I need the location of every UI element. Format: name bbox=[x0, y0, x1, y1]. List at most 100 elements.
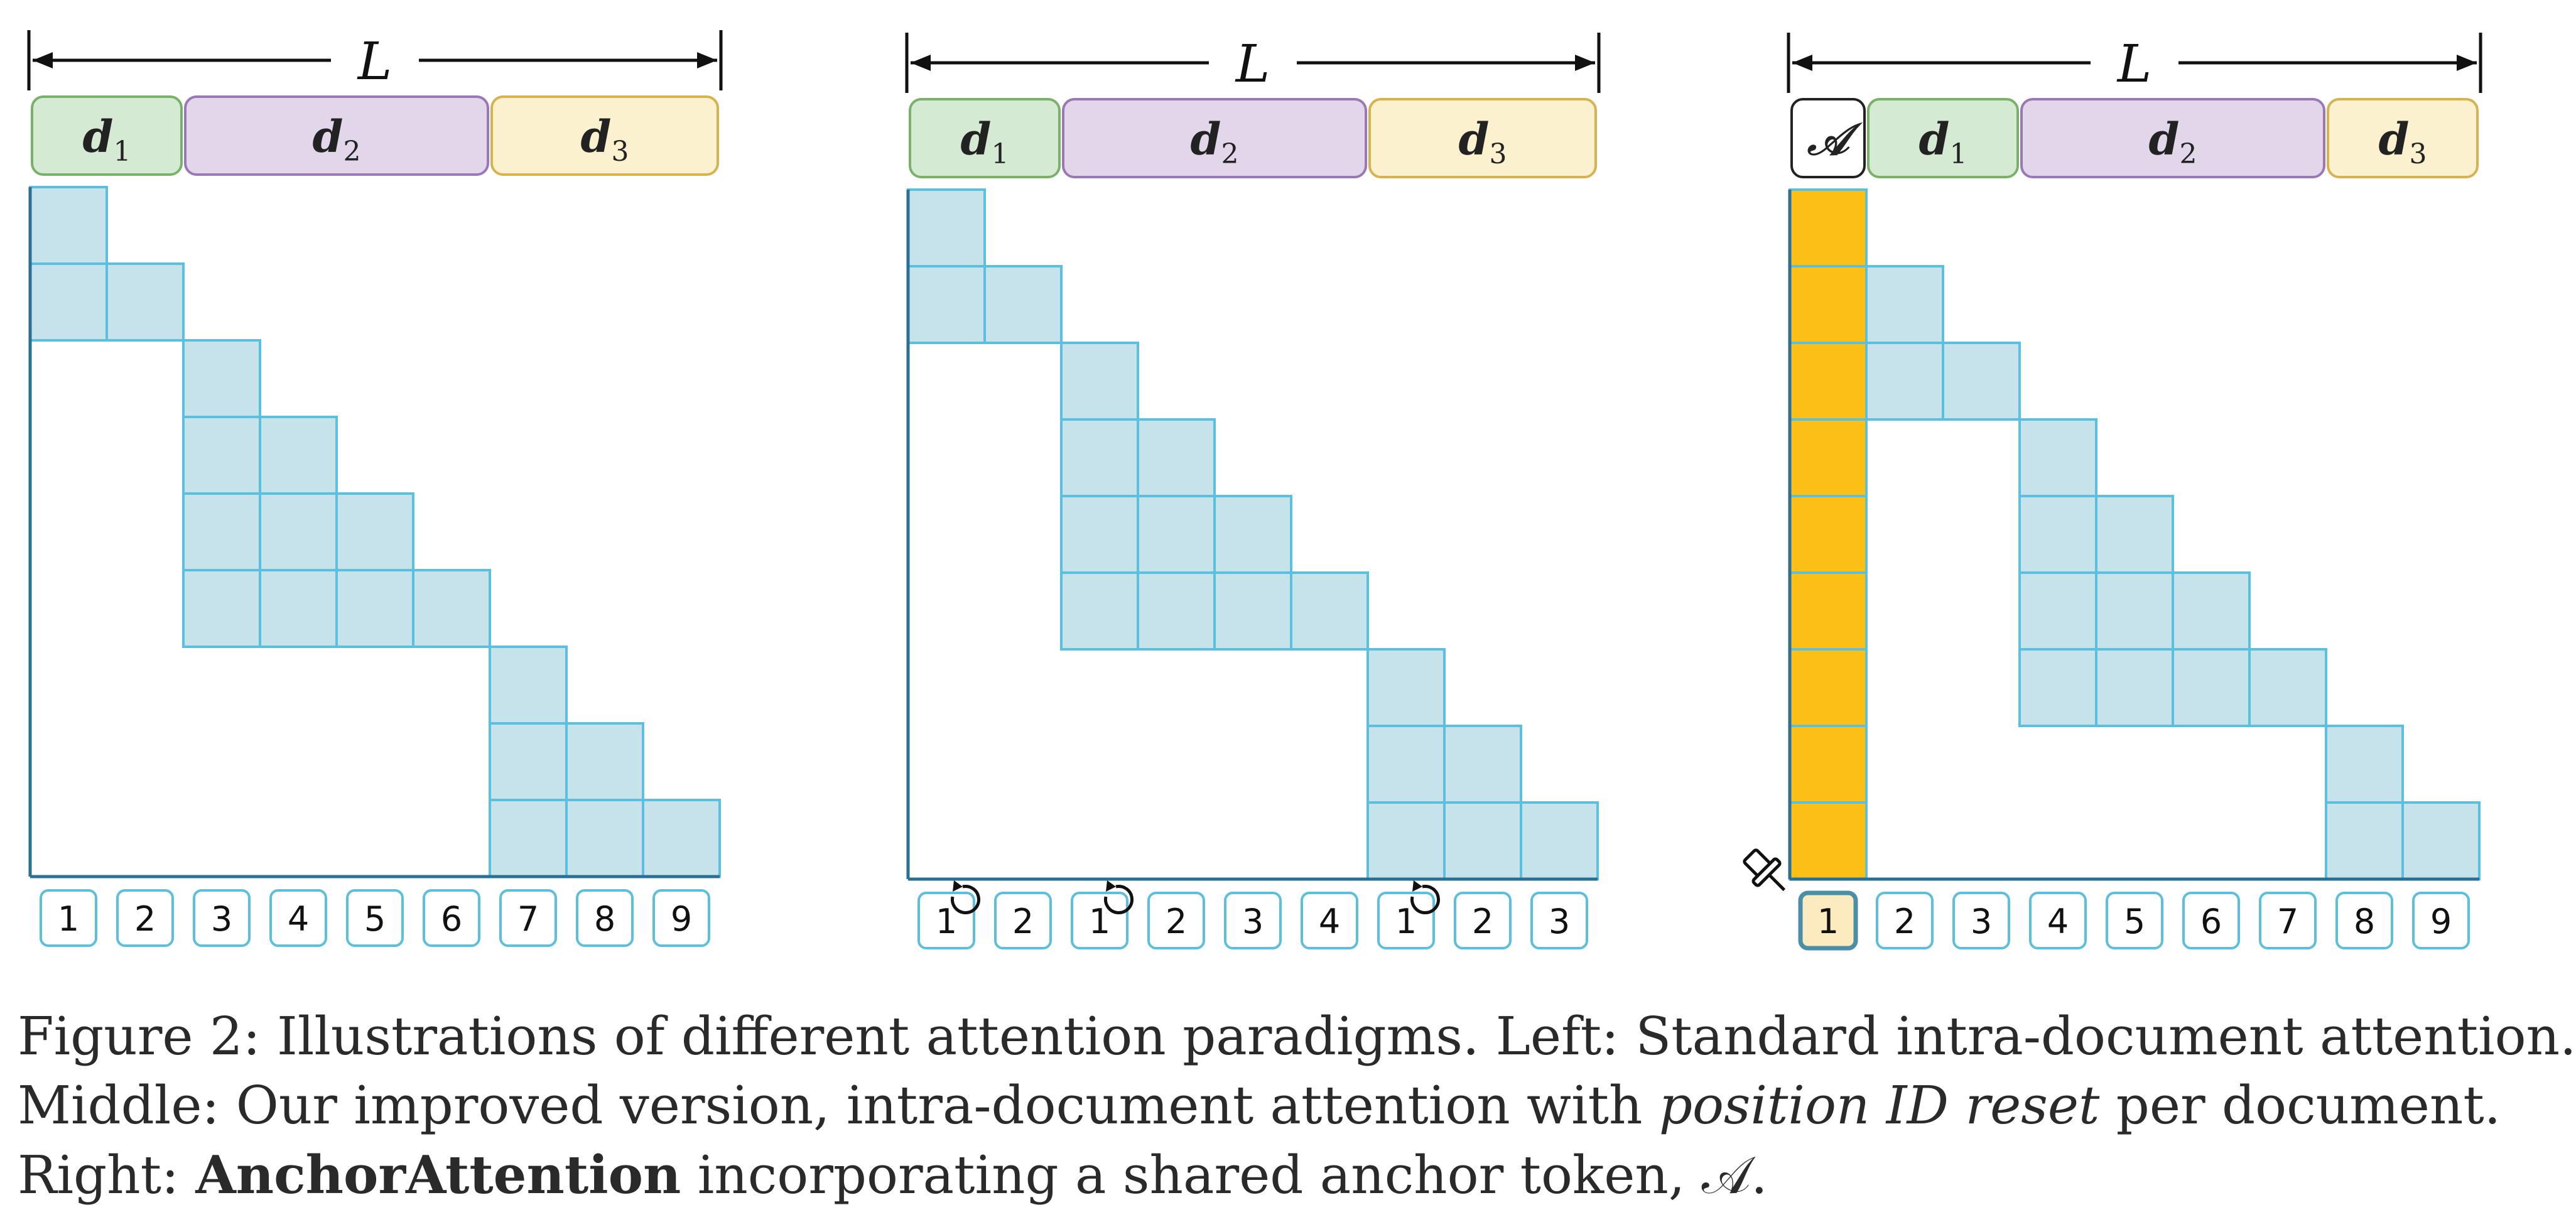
position-id-label: 4 bbox=[288, 899, 309, 939]
position-id-box bbox=[2412, 892, 2470, 949]
position-id-label: 1 bbox=[1395, 902, 1417, 941]
attention-cell bbox=[1137, 418, 1216, 497]
position-id-box bbox=[116, 889, 174, 947]
anchor-attention-cell bbox=[1789, 342, 1868, 421]
reset-arrow-icon bbox=[951, 880, 981, 915]
position-id-label: 9 bbox=[671, 899, 692, 939]
position-id-label: 4 bbox=[1319, 902, 1340, 941]
segment-box-doc-3 bbox=[2327, 98, 2479, 178]
attention-cell bbox=[1865, 265, 1944, 344]
position-id-label: 5 bbox=[364, 899, 386, 939]
anchor-attention-cell bbox=[1789, 265, 1868, 344]
position-id-label: 7 bbox=[517, 899, 539, 939]
caption-line-2-text: Middle: Our improved version, intra-docu… bbox=[18, 1075, 1659, 1136]
attention-cell bbox=[259, 416, 338, 495]
position-id-label: 3 bbox=[211, 899, 232, 939]
attention-cell bbox=[2325, 801, 2404, 880]
position-id-label: 1 bbox=[58, 899, 79, 939]
attention-cell bbox=[1366, 725, 1446, 804]
position-id-box bbox=[994, 892, 1052, 949]
segment-subscript: 1 bbox=[1949, 138, 1967, 170]
caption-method-name: AnchorAttention bbox=[195, 1144, 681, 1206]
attention-cell bbox=[2018, 648, 2097, 727]
attention-cell bbox=[2018, 571, 2097, 651]
position-id-label: 3 bbox=[1242, 902, 1264, 941]
length-label: L bbox=[1235, 35, 1270, 94]
attention-cell bbox=[335, 569, 414, 648]
arrowhead-left-icon bbox=[911, 55, 931, 71]
attention-cell bbox=[1137, 495, 1216, 574]
segment-box-doc-1 bbox=[31, 95, 183, 176]
position-id-label: 1 bbox=[1089, 902, 1110, 941]
attention-cell bbox=[907, 265, 986, 344]
attention-cell bbox=[182, 416, 261, 495]
position-id-box bbox=[1147, 892, 1205, 949]
position-id-box bbox=[1301, 892, 1358, 949]
position-id-label: 3 bbox=[1971, 902, 1992, 941]
attention-cell bbox=[335, 492, 414, 571]
arrowhead-right-icon bbox=[1575, 55, 1595, 71]
position-id-label: 3 bbox=[1549, 902, 1570, 941]
attention-cell bbox=[2172, 648, 2251, 727]
attention-cell bbox=[106, 262, 185, 342]
position-id-box bbox=[1876, 892, 1934, 949]
attention-cell bbox=[2248, 648, 2327, 727]
segment-box-doc-2 bbox=[2020, 98, 2325, 178]
segment-subscript: 2 bbox=[343, 136, 360, 168]
segment-subscript: 3 bbox=[1489, 138, 1507, 170]
attention-cell bbox=[489, 646, 568, 725]
attention-cell bbox=[182, 569, 261, 648]
attention-cell bbox=[2095, 648, 2174, 727]
attention-cell bbox=[2095, 571, 2174, 651]
position-id-box bbox=[652, 889, 710, 947]
attention-cell bbox=[565, 799, 644, 878]
attention-cell bbox=[565, 722, 644, 801]
attention-cell bbox=[2018, 495, 2097, 574]
attention-cell bbox=[1520, 801, 1599, 880]
attention-cell bbox=[1213, 495, 1292, 574]
attention-cell bbox=[1942, 342, 2021, 421]
segment-subscript: 1 bbox=[113, 136, 131, 168]
position-id-label: 9 bbox=[2430, 902, 2452, 941]
attention-cell bbox=[907, 188, 986, 268]
position-id-box bbox=[2029, 892, 2087, 949]
caption-line-3-end: incorporating a shared anchor token, 𝒜. bbox=[681, 1145, 1768, 1206]
attention-cell bbox=[489, 722, 568, 801]
position-id-label: 8 bbox=[594, 899, 615, 939]
anchor-attention-cell bbox=[1789, 725, 1868, 804]
position-id-box bbox=[346, 889, 404, 947]
attention-cell bbox=[1060, 342, 1139, 421]
segment-subscript: 2 bbox=[1221, 138, 1238, 170]
position-id-label: 2 bbox=[1012, 902, 1034, 941]
position-id-label: 7 bbox=[2277, 902, 2298, 941]
length-label: L bbox=[2116, 35, 2151, 94]
position-id-box bbox=[1224, 892, 1282, 949]
caption-emphasis: position ID reset bbox=[1659, 1075, 2100, 1136]
arrowhead-left-icon bbox=[33, 52, 53, 68]
attention-cell bbox=[1137, 571, 1216, 651]
attention-cell bbox=[2401, 801, 2481, 880]
segment-subscript: 2 bbox=[2179, 138, 2197, 170]
attention-cell bbox=[2018, 418, 2097, 497]
segment-subscript: 3 bbox=[2409, 138, 2427, 170]
attention-cell bbox=[412, 569, 491, 648]
caption-line-1: Figure 2: Illustrations of different att… bbox=[18, 1006, 2576, 1067]
attention-cell bbox=[1443, 801, 1522, 880]
position-id-box bbox=[1798, 890, 1858, 951]
anchor-attention-cell bbox=[1789, 188, 1868, 268]
anchor-attention-cell bbox=[1789, 648, 1868, 727]
attention-cell bbox=[1060, 495, 1139, 574]
position-id-box bbox=[1952, 892, 2010, 949]
attention-cell bbox=[642, 799, 721, 878]
attention-cell bbox=[1060, 571, 1139, 651]
position-id-box bbox=[576, 889, 634, 947]
position-id-box bbox=[1530, 892, 1588, 949]
caption-line-2-end: per document. bbox=[2099, 1075, 2501, 1136]
segment-box-doc-3 bbox=[490, 95, 719, 176]
segment-box-doc-2 bbox=[184, 95, 489, 176]
attention-cell bbox=[2172, 571, 2251, 651]
position-id-box bbox=[193, 889, 251, 947]
attention-cell bbox=[489, 799, 568, 878]
